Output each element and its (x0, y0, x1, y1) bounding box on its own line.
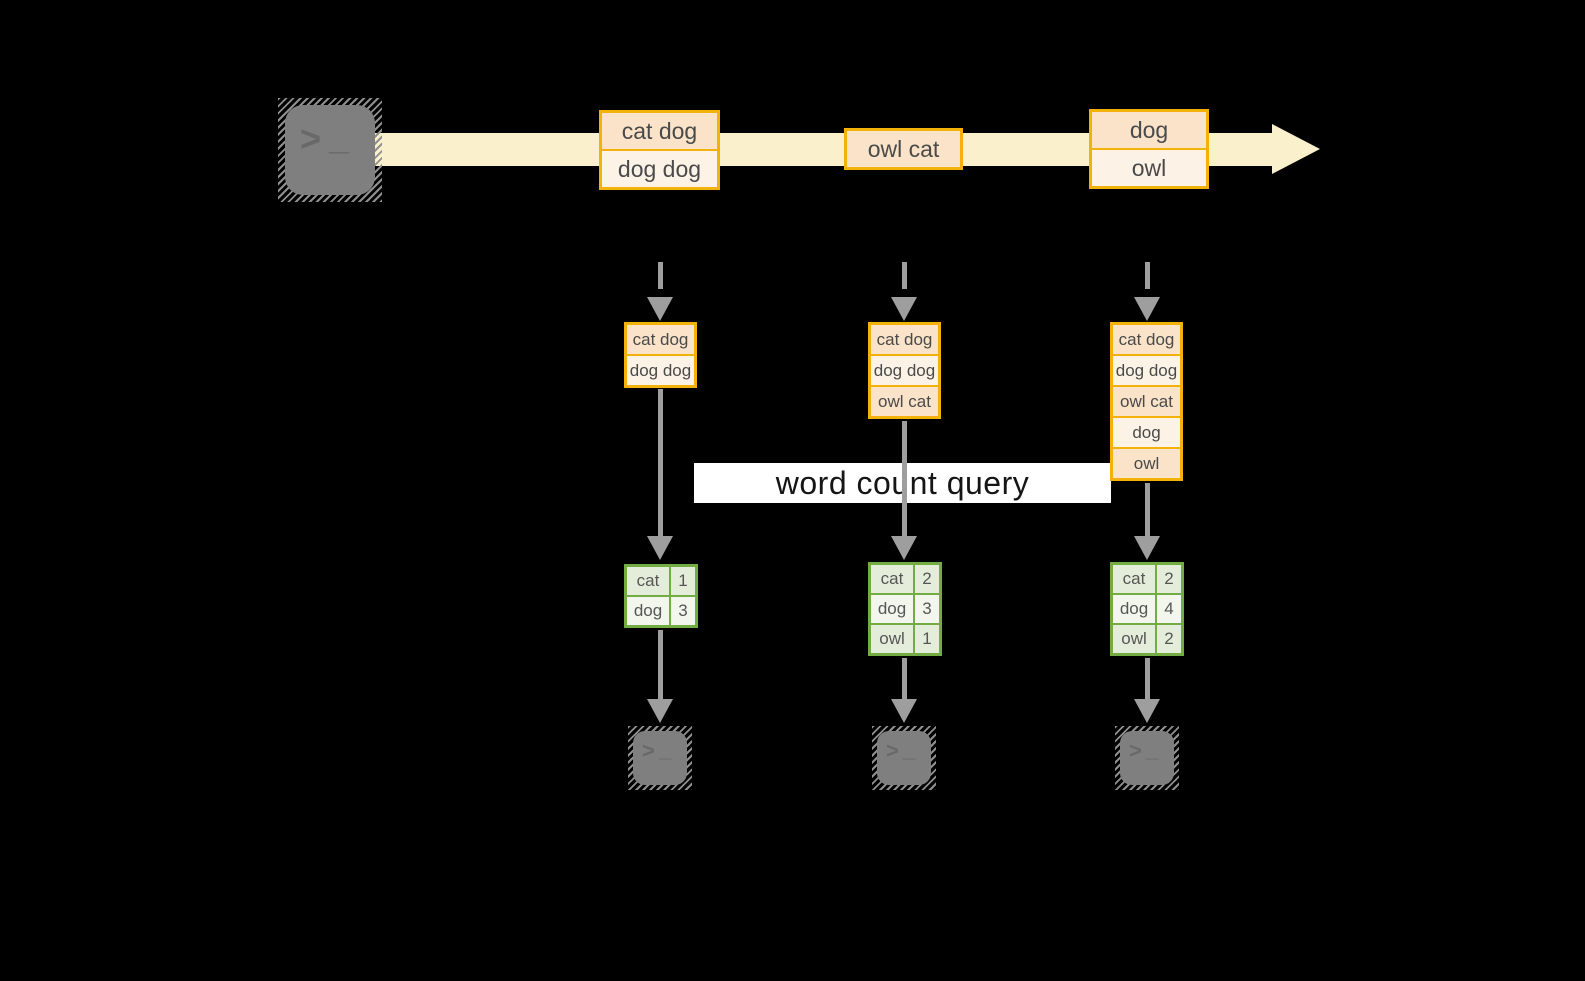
arrow-shaft (1144, 262, 1150, 289)
count-cell: 2 (1157, 565, 1181, 593)
terminal-cursor-glyph: _ (1146, 737, 1159, 762)
word-cell: cat (871, 565, 913, 593)
word-cell: cat (1113, 565, 1155, 593)
count-cell: 1 (915, 625, 939, 653)
arrow-head (647, 699, 673, 723)
arrow-head (891, 297, 917, 321)
terminal-prompt-glyph: > (886, 738, 899, 763)
terminal-cursor-glyph: _ (329, 116, 350, 157)
record: dog (1092, 112, 1206, 148)
sink-terminal-icon-3: > _ (1115, 726, 1179, 790)
count-cell: 3 (671, 597, 695, 625)
word-cell: cat (627, 567, 669, 595)
arrow-shaft (1144, 658, 1150, 700)
record: cat dog (871, 325, 938, 354)
arrow-head (1134, 536, 1160, 560)
terminal-screen: > _ (285, 105, 375, 195)
record: cat dog (1113, 325, 1180, 354)
record: cat dog (627, 325, 694, 354)
arrow-shaft (657, 389, 663, 537)
terminal-cursor-glyph: _ (903, 737, 916, 762)
arrow-head (647, 536, 673, 560)
sink-terminal-icon-2: > _ (872, 726, 936, 790)
record: dog dog (1113, 354, 1180, 385)
arrow-shaft (657, 630, 663, 700)
terminal-screen: > _ (1120, 731, 1174, 785)
buffer-stack-3: cat dog dog dog owl cat dog owl (1110, 322, 1183, 481)
sink-terminal-icon-1: > _ (628, 726, 692, 790)
record: dog dog (627, 354, 694, 385)
record: dog dog (602, 149, 717, 187)
source-terminal-icon: > _ (278, 98, 382, 202)
arrow-head (891, 699, 917, 723)
stream-batch-2: owl cat (844, 128, 963, 170)
word-cell: dog (1113, 595, 1155, 623)
terminal-prompt-glyph: > (642, 738, 655, 763)
count-cell: 3 (915, 595, 939, 623)
buffer-stack-1: cat dog dog dog (624, 322, 697, 388)
count-cell: 4 (1157, 595, 1181, 623)
terminal-screen: > _ (877, 731, 931, 785)
record: dog dog (871, 354, 938, 385)
arrow-shaft (657, 262, 663, 289)
record: owl cat (1113, 385, 1180, 416)
arrow-shaft (901, 658, 907, 700)
word-cell: dog (627, 597, 669, 625)
terminal-cursor-glyph: _ (659, 737, 672, 762)
arrow-head (647, 297, 673, 321)
terminal-prompt-glyph: > (1129, 738, 1142, 763)
arrow-head (891, 536, 917, 560)
record: dog (1113, 416, 1180, 447)
count-cell: 2 (1157, 625, 1181, 653)
arrow-head (1134, 699, 1160, 723)
arrow-head (1134, 297, 1160, 321)
count-table-3: cat 2 dog 4 owl 2 (1110, 562, 1184, 656)
count-table-1: cat 1 dog 3 (624, 564, 698, 628)
count-table-2: cat 2 dog 3 owl 1 (868, 562, 942, 656)
word-cell: owl (871, 625, 913, 653)
arrow-shaft (901, 421, 907, 537)
buffer-stack-2: cat dog dog dog owl cat (868, 322, 941, 419)
terminal-screen: > _ (633, 731, 687, 785)
word-cell: dog (871, 595, 913, 623)
word-cell: owl (1113, 625, 1155, 653)
record: owl (1113, 447, 1180, 478)
terminal-prompt-glyph: > (300, 118, 322, 159)
count-cell: 2 (915, 565, 939, 593)
arrow-shaft (1144, 483, 1150, 537)
count-cell: 1 (671, 567, 695, 595)
stream-batch-3: dog owl (1089, 109, 1209, 189)
stream-arrow-head (1272, 124, 1320, 174)
record: owl cat (847, 131, 960, 167)
record: owl cat (871, 385, 938, 416)
record: owl (1092, 148, 1206, 186)
stream-batch-1: cat dog dog dog (599, 110, 720, 190)
arrow-shaft (901, 262, 907, 289)
record: cat dog (602, 113, 717, 149)
